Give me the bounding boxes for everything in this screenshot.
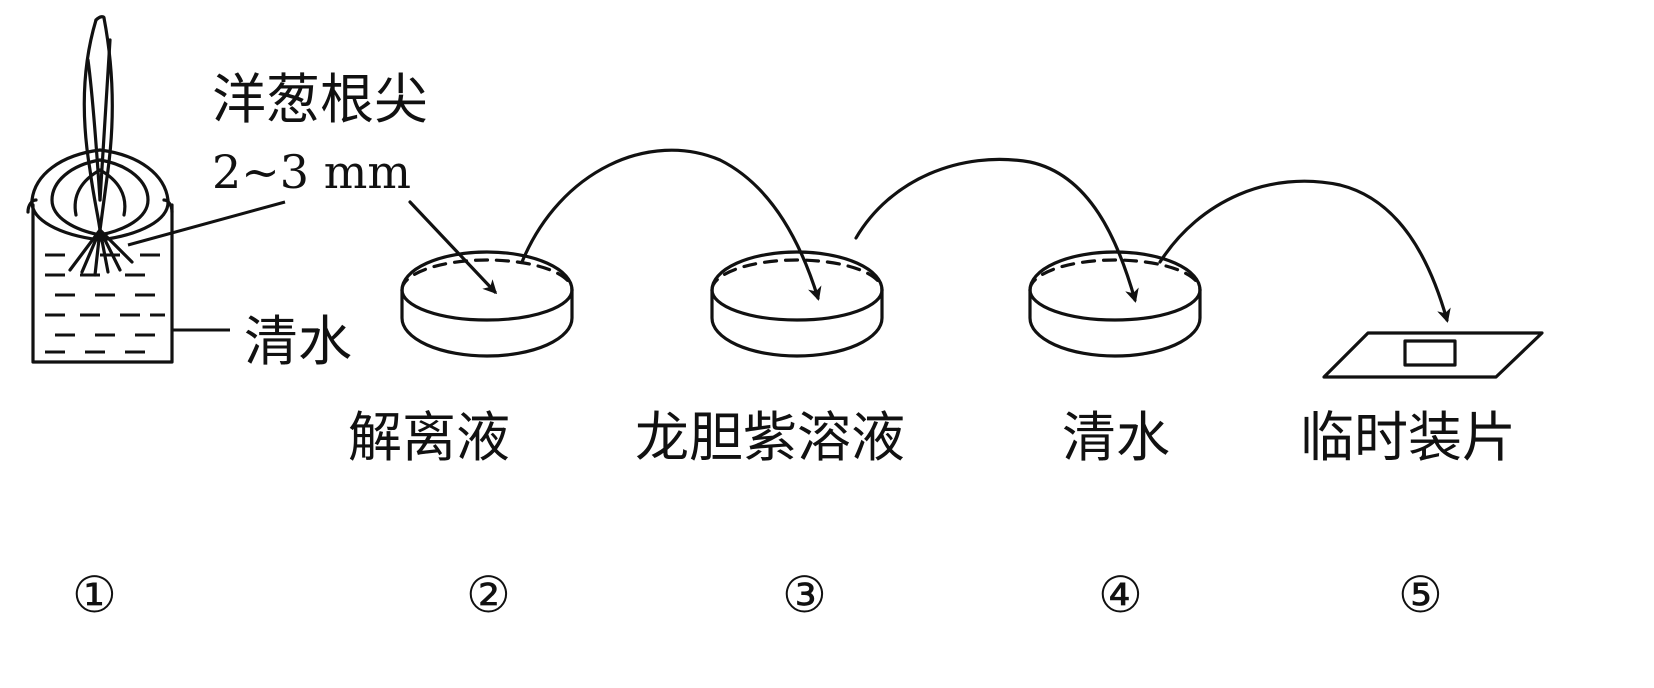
petri-dish-stain xyxy=(710,250,884,358)
length-label: 2~3 mm xyxy=(212,145,411,199)
onion-beaker xyxy=(26,15,286,364)
onion-roots xyxy=(68,228,134,277)
root-tip-label: 洋葱根尖 xyxy=(212,68,428,131)
beaker-water-label: 清水 xyxy=(244,310,352,373)
water-lines xyxy=(45,253,165,354)
cover-slip xyxy=(1403,339,1457,367)
step-number-5: ⑤ xyxy=(1398,566,1443,624)
arrow-dish4-to-slide xyxy=(1158,179,1451,323)
step-2-label: 解离液 xyxy=(348,406,510,469)
step-4-label: 清水 xyxy=(1062,406,1170,469)
arrow-into-dish-2 xyxy=(408,200,498,295)
step-3-label: 龙胆紫溶液 xyxy=(635,406,905,469)
petri-dish-dissociation xyxy=(400,250,574,358)
root-tip-leader xyxy=(127,200,286,247)
step-number-2: ② xyxy=(466,566,511,624)
step-5-label: 临时装片 xyxy=(1300,406,1516,469)
beaker xyxy=(26,198,174,364)
temporary-slide xyxy=(1322,331,1544,379)
step-number-1: ① xyxy=(72,566,117,624)
petri-dish-rinse xyxy=(1028,250,1202,358)
step-number-4: ④ xyxy=(1098,566,1143,624)
onion-leaves xyxy=(82,15,114,232)
arrow-dish2-to-dish3 xyxy=(520,148,822,301)
arrow-dish3-to-dish4 xyxy=(854,157,1139,303)
step-number-3: ③ xyxy=(782,566,827,624)
